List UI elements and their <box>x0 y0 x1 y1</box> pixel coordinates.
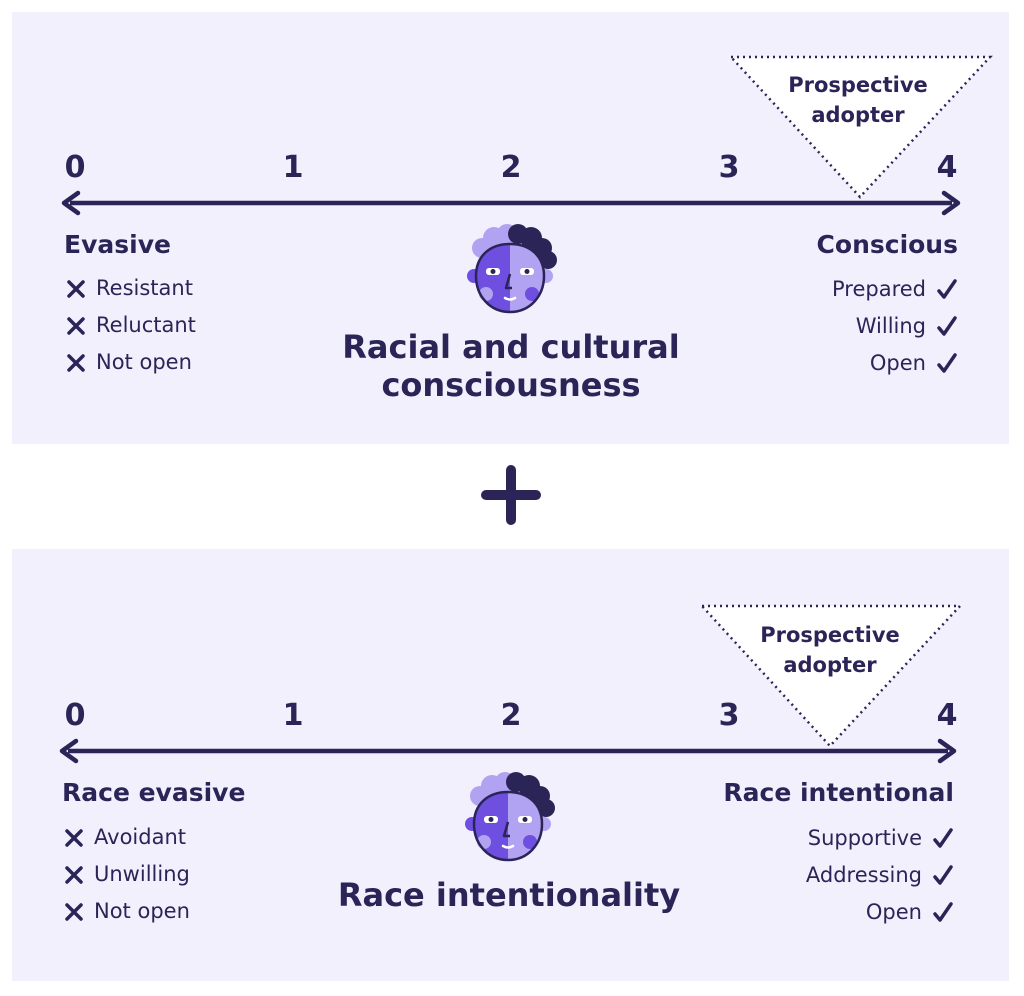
left-heading: Race evasive <box>62 778 246 807</box>
list-item-label: Open <box>865 899 922 924</box>
panel-title: Race intentionality <box>279 876 739 914</box>
tick-label-0: 0 <box>64 150 86 185</box>
list-item: Supportive <box>808 827 954 849</box>
right-heading: Race intentional <box>723 778 954 807</box>
face-icon <box>465 772 555 862</box>
list-item: Unwilling <box>64 864 190 885</box>
check-icon <box>932 864 954 886</box>
list-item-label: Reluctant <box>96 313 196 337</box>
title-line: Racial and cultural <box>342 328 680 366</box>
list-item-label: Prepared <box>831 276 926 301</box>
list-item-label: Open <box>869 350 926 375</box>
list-item-label: Willing <box>855 313 926 338</box>
tick-label-4: 4 <box>936 698 958 733</box>
x-icon <box>66 353 86 373</box>
x-icon <box>64 865 84 885</box>
scale-axis <box>61 190 961 216</box>
tick-label-1: 1 <box>282 150 304 185</box>
title-line: consciousness <box>381 366 641 404</box>
list-item-label: Avoidant <box>94 825 186 849</box>
marker-label-line: Prospective <box>788 73 928 97</box>
x-icon <box>64 902 84 922</box>
check-icon <box>936 315 958 337</box>
x-icon <box>66 279 86 299</box>
tick-label-0: 0 <box>64 698 86 733</box>
list-item: Reluctant <box>66 315 196 336</box>
list-item: Open <box>866 901 954 923</box>
left-heading: Evasive <box>64 230 171 259</box>
prospective-adopter-marker <box>728 55 993 199</box>
list-item-label: Addressing <box>805 862 922 887</box>
check-icon <box>936 352 958 374</box>
list-item-label: Unwilling <box>94 862 190 886</box>
x-icon <box>66 316 86 336</box>
tick-label-1: 1 <box>282 698 304 733</box>
marker-label-line: adopter <box>783 653 877 677</box>
list-item-label: Resistant <box>96 276 193 300</box>
face-icon <box>467 224 557 314</box>
list-item: Resistant <box>66 278 193 299</box>
tick-label-2: 2 <box>500 698 522 733</box>
list-item-label: Not open <box>94 899 190 923</box>
marker-label-line: adopter <box>811 103 905 127</box>
list-item-label: Not open <box>96 350 192 374</box>
list-item-label: Supportive <box>807 825 922 850</box>
list-item: Avoidant <box>64 827 186 848</box>
tick-label-2: 2 <box>500 150 522 185</box>
tick-label-3: 3 <box>718 150 740 185</box>
right-heading: Conscious <box>816 230 958 259</box>
scale-axis <box>59 738 957 764</box>
prospective-adopter-label: Prospective adopter <box>730 620 930 680</box>
prospective-adopter-label: Prospective adopter <box>758 70 958 130</box>
panel-title: Racial and cultural consciousness <box>281 328 741 404</box>
list-item: Prepared <box>832 278 958 300</box>
title-line: Race intentionality <box>337 876 681 914</box>
marker-label-line: Prospective <box>760 623 900 647</box>
tick-label-4: 4 <box>936 150 958 185</box>
list-item: Willing <box>856 315 958 337</box>
check-icon <box>936 278 958 300</box>
prospective-adopter-marker <box>699 604 963 748</box>
check-icon <box>932 827 954 849</box>
list-item: Not open <box>64 901 190 922</box>
check-icon <box>932 901 954 923</box>
list-item: Not open <box>66 352 192 373</box>
list-item: Addressing <box>806 864 954 886</box>
plus-icon <box>481 465 541 525</box>
x-icon <box>64 828 84 848</box>
list-item: Open <box>870 352 958 374</box>
tick-label-3: 3 <box>718 698 740 733</box>
